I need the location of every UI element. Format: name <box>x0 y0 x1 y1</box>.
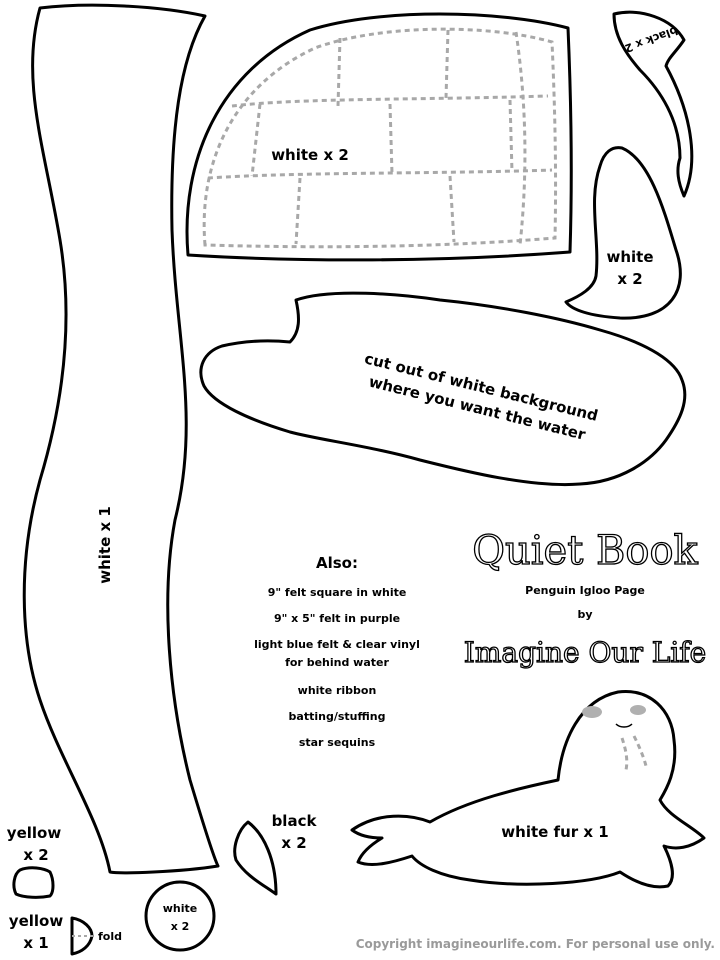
materials-item: white ribbon <box>298 684 377 697</box>
fold-label: fold <box>98 930 122 943</box>
yellow-feet-label-2: x 2 <box>23 846 48 864</box>
title-subtitle: Penguin Igloo Page <box>525 584 645 597</box>
materials-item: for behind water <box>285 656 389 669</box>
white-flipper-label-1: white <box>606 248 653 266</box>
white-circle-label-2: x 2 <box>171 920 190 933</box>
materials-item: 9" x 5" felt in purple <box>274 612 400 625</box>
white-circle-piece: white x 2 <box>144 880 216 952</box>
seal-piece: white fur x 1 <box>350 690 706 889</box>
black-flipper-top-piece: black x 2 <box>612 10 694 198</box>
materials-item: 9" felt square in white <box>268 586 407 599</box>
igloo-label: white x 2 <box>271 146 349 164</box>
yellow-beak-label-2: x 1 <box>23 934 48 952</box>
title-main: Quiet Book <box>472 528 698 574</box>
copyright-notice: Copyright imagineourlife.com. For person… <box>356 937 715 951</box>
black-flipper-small-label-2: x 2 <box>281 834 306 852</box>
materials-item: light blue felt & clear vinyl <box>254 638 420 651</box>
title-block: Quiet Book Penguin Igloo Page by Imagine… <box>463 527 707 669</box>
title-author: Imagine Our Life <box>464 636 706 669</box>
materials-heading: Also: <box>316 554 358 572</box>
materials-list: Also: 9" felt square in white 9" x 5" fe… <box>254 554 420 749</box>
seal-nose <box>615 723 633 728</box>
seal-mouth <box>632 735 648 767</box>
black-flipper-small-piece: black x 2 <box>233 812 318 896</box>
yellow-beak-label-1: yellow <box>9 912 64 930</box>
seal-eye-left <box>582 706 602 718</box>
materials-item: star sequins <box>299 736 376 749</box>
tall-body-piece: white x 1 <box>22 3 220 875</box>
black-flipper-small-label-1: black <box>272 812 318 830</box>
white-flipper-label-2: x 2 <box>617 270 642 288</box>
seal-label: white fur x 1 <box>501 823 608 841</box>
materials-item: batting/stuffing <box>289 710 386 723</box>
water-piece: cut out of white background where you wa… <box>199 291 687 487</box>
yellow-feet-piece: yellow x 2 <box>7 824 62 899</box>
white-circle-label-1: white <box>163 902 197 915</box>
title-by: by <box>577 608 592 621</box>
seal-eye-right <box>630 705 646 715</box>
seal-mouth <box>620 737 629 771</box>
white-flipper-piece: white x 2 <box>564 146 682 320</box>
yellow-beak-piece: yellow x 1 fold <box>9 912 122 956</box>
yellow-feet-label-1: yellow <box>7 824 62 842</box>
igloo-piece: white x 2 <box>185 12 573 262</box>
tall-body-label: white x 1 <box>96 506 114 584</box>
